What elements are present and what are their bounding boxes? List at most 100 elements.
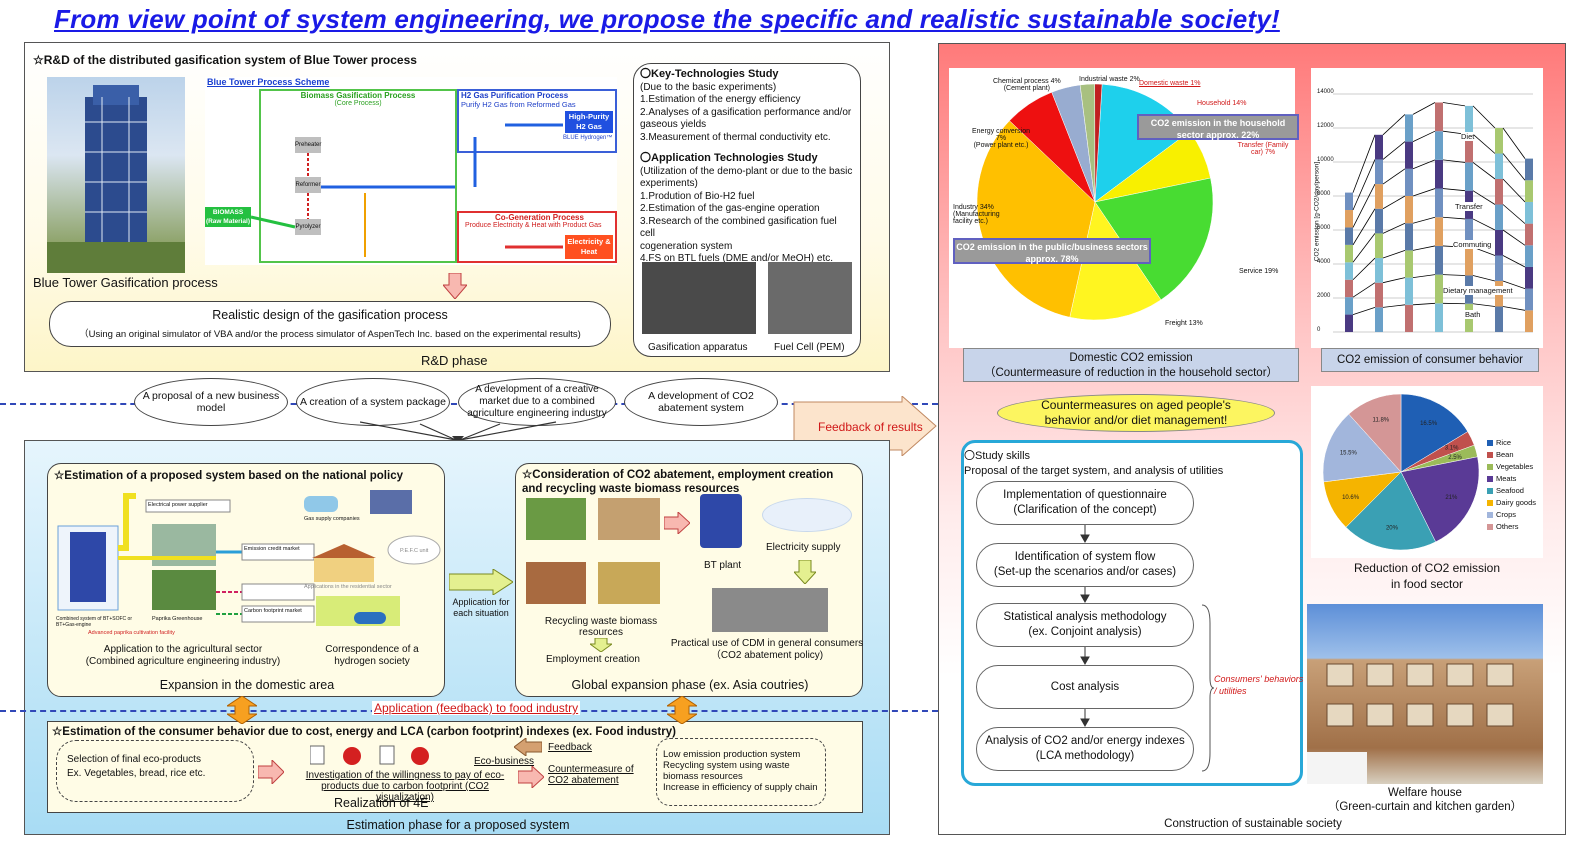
keytech-l1-3: gaseous yields bbox=[640, 119, 707, 130]
agri-caption-1: Application to the agricultural sector bbox=[103, 644, 263, 655]
elec-label: Electricity supply bbox=[766, 542, 841, 553]
pefc-label: P.E.F.C unit bbox=[400, 548, 429, 554]
scheme-arrows bbox=[250, 123, 563, 257]
welfare-photo bbox=[1307, 604, 1543, 784]
pie-label-energy-2: (Power plant etc.) bbox=[973, 142, 1029, 149]
behavior-bar-segment bbox=[1525, 180, 1533, 202]
counter-arrow bbox=[518, 766, 544, 788]
domestic-caption-1: Domestic CO2 emission bbox=[1069, 352, 1193, 364]
hydrogen-caption: Correspondence of a hydrogen society bbox=[310, 644, 434, 668]
pie-pct-label: 15.5% bbox=[1340, 451, 1358, 457]
pie-label-chem: Chemical process 4%(Cement plant) bbox=[993, 78, 1061, 92]
behavior-bar-segment bbox=[1495, 128, 1503, 154]
behavior-bar-segment bbox=[1495, 153, 1503, 179]
fuelcell-photo bbox=[768, 262, 852, 334]
society-caption: Construction of sustainable society bbox=[1164, 818, 1342, 830]
residential-label: Applications in the residential sector bbox=[304, 584, 392, 590]
preheater: Preheater bbox=[295, 137, 321, 153]
behavior-bar-segment bbox=[1375, 208, 1383, 234]
household-box: CO2 emission in the household sector app… bbox=[1137, 114, 1299, 140]
pie-slice-others bbox=[1348, 393, 1402, 473]
behavior-bar-segment bbox=[1525, 223, 1533, 246]
updown-arrow-left bbox=[227, 696, 257, 724]
food-link[interactable]: Application (feedback) to food industry bbox=[372, 701, 581, 715]
behavior-connector bbox=[1382, 141, 1406, 160]
employ-arrow bbox=[590, 638, 612, 652]
blue-tower-photo bbox=[47, 77, 185, 273]
bar-label-transfer: Transfer bbox=[1455, 202, 1483, 211]
cdm-photo bbox=[712, 588, 828, 632]
combined-system-label: Combined system of BT+SOFC or BT+Gas-eng… bbox=[56, 616, 132, 628]
pie-label-service: Service 19% bbox=[1239, 268, 1279, 275]
recycle-label: Recycling waste biomass resources bbox=[544, 616, 658, 638]
cdm-caption: Practical use of CDM in general consumer… bbox=[670, 638, 864, 662]
behavior-connector bbox=[1442, 274, 1466, 276]
behavior-connector bbox=[1382, 277, 1406, 284]
hydrogen-caption-2: hydrogen society bbox=[334, 656, 410, 667]
pie-label-energy-1: Energy conversion 7% bbox=[972, 128, 1030, 142]
consumer-heading: ☆Estimation of the consumer behavior due… bbox=[52, 726, 676, 738]
behavior-chart-area: CO2 emission [g-CO2/day/person] 0 2000 4… bbox=[1311, 68, 1543, 348]
behavior-chart bbox=[1333, 93, 1533, 333]
h2-sub: Purify H2 Gas from Reformed Gas bbox=[461, 100, 576, 109]
estimation-panel: ☆Estimation of a proposed system based o… bbox=[24, 440, 890, 835]
sel-arrow bbox=[258, 760, 284, 784]
pie-label-industry: Industry 34% (Manufacturing facility etc… bbox=[953, 204, 1000, 225]
cogen-box bbox=[457, 211, 617, 263]
down-arrow bbox=[443, 273, 467, 299]
behavior-connector bbox=[1382, 304, 1406, 308]
pie-pct-label: 10.6% bbox=[1342, 495, 1360, 501]
flow-3-l2: (ex. Conjoint analysis) bbox=[1028, 626, 1142, 638]
to-bt-arrow bbox=[664, 512, 690, 534]
keytech-l2-2: 1.Prodution of Bio-H2 fuel bbox=[640, 190, 755, 202]
pie-slice-rice bbox=[1400, 393, 1469, 473]
study-proposal: Proposal of the target system, and analy… bbox=[964, 465, 1224, 477]
behavior-connector bbox=[1502, 229, 1526, 246]
food-pie-area: 16.5%3.1%2.5%21%20%10.6%15.5%11.8% Rice … bbox=[1311, 386, 1543, 558]
behavior-bar-segment bbox=[1345, 227, 1353, 245]
keytech-h1: 〇Key-Technologies Study bbox=[640, 68, 779, 80]
legend-vegetables: Vegetables bbox=[1487, 462, 1536, 471]
feedback-label: Feedback of results bbox=[818, 420, 923, 434]
behavior-bar-segment bbox=[1465, 105, 1473, 135]
pie-pct-label: 16.5% bbox=[1420, 421, 1438, 427]
keytech-l2-0: (Utilization of the demo-plant or due to… bbox=[640, 165, 853, 177]
welfare-caption: Welfare house （Green-curtain and kitchen… bbox=[1307, 786, 1543, 814]
agri-caption: Application to the agricultural sector (… bbox=[58, 644, 308, 668]
agri-diagram bbox=[57, 493, 315, 623]
legend-dairy: Dairy goods bbox=[1487, 498, 1536, 507]
behavior-connector bbox=[1412, 274, 1436, 278]
grass-photo bbox=[526, 498, 586, 540]
process-scheme: Blue Tower Process Scheme Biomass Gasifi… bbox=[205, 77, 617, 265]
pie-slice-meats bbox=[1400, 456, 1480, 543]
pie-pct-label: 20% bbox=[1386, 525, 1399, 531]
pie-slice-service bbox=[1094, 177, 1214, 301]
behavior-connector bbox=[1352, 134, 1376, 193]
legend-crops: Crops bbox=[1487, 510, 1536, 519]
gasification-box bbox=[259, 89, 457, 263]
food-pie-chart: 16.5%3.1%2.5%21%20%10.6%15.5%11.8% bbox=[1322, 393, 1480, 551]
behavior-connector bbox=[1352, 159, 1376, 211]
high-purity-h2: High-Purity H2 Gas bbox=[565, 111, 613, 133]
behavior-bar-segment bbox=[1405, 250, 1413, 278]
flow-step-1: Implementation of questionnaire(Clarific… bbox=[976, 481, 1194, 525]
pie-label-chem-1: Chemical process 4% bbox=[993, 78, 1061, 85]
keytech-l1-0: (Due to the basic experiments) bbox=[640, 81, 777, 93]
behavior-bar-segment bbox=[1495, 255, 1503, 281]
biomass-input: BIOMASS (Raw Material) bbox=[205, 207, 251, 227]
food-caption-2: in food sector bbox=[1390, 577, 1464, 591]
low-line-2: Increase in efficiency of supply chain bbox=[663, 782, 818, 793]
pie-slice-seafood bbox=[1345, 471, 1436, 551]
behavior-connector bbox=[1472, 105, 1496, 129]
behavior-connector bbox=[1472, 162, 1496, 180]
electricity-icon bbox=[762, 498, 852, 532]
behavior-bar-segment bbox=[1375, 184, 1383, 209]
flow-step-3: Statistical analysis methodology(ex. Con… bbox=[976, 603, 1194, 647]
behavior-bar-segment bbox=[1405, 141, 1413, 169]
behavior-connector bbox=[1412, 130, 1436, 142]
feedback-left-arrow bbox=[514, 738, 542, 756]
bt-label: BT plant bbox=[704, 560, 742, 571]
rd-heading: ☆R&D of the distributed gasification sys… bbox=[33, 53, 417, 67]
low-line-1: Recycling system using waste biomass res… bbox=[663, 760, 790, 782]
advanced-facility-label: Advanced paprika cultivation facility bbox=[88, 630, 175, 636]
